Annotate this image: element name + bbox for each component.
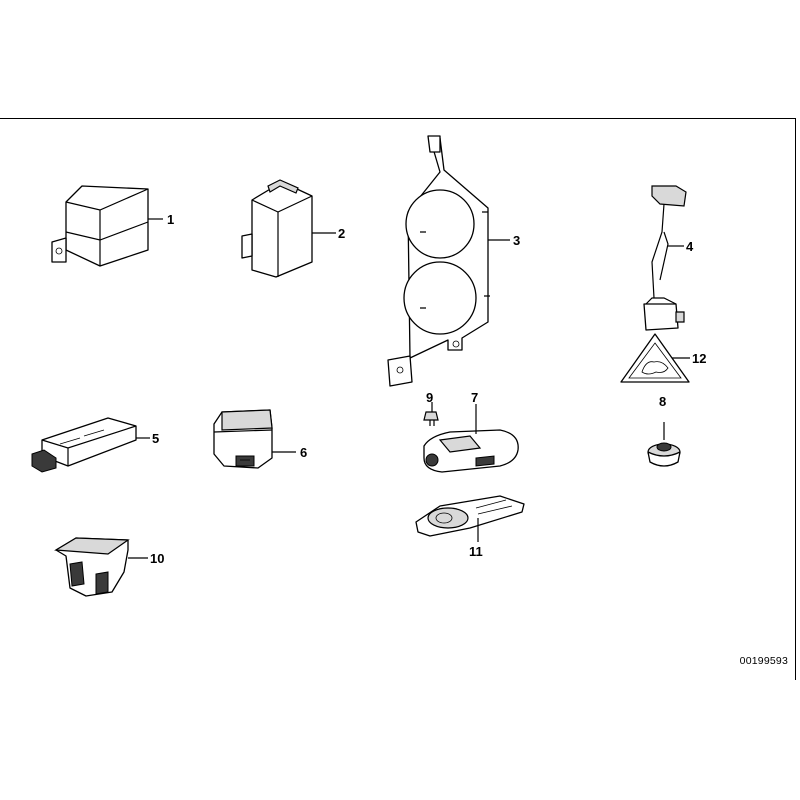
callout-11: 11 (469, 544, 483, 559)
callout-6: 6 (300, 445, 307, 460)
part-1-relay[interactable] (51, 185, 163, 267)
part-3-bracket[interactable] (387, 135, 510, 387)
callout-8: 8 (659, 394, 666, 409)
part-5-module[interactable] (31, 417, 150, 473)
callout-1: 1 (167, 212, 174, 227)
callout-10: 10 (150, 551, 164, 566)
part-10-switch-cap[interactable] (54, 537, 148, 597)
drawing-reference-number: 00199593 (739, 655, 788, 667)
diagram-frame (0, 118, 796, 680)
callout-9: 9 (426, 390, 433, 405)
part-6-switch[interactable] (213, 409, 296, 469)
part-2-control-unit[interactable] (241, 179, 336, 278)
callout-7: 7 (471, 390, 478, 405)
callout-12: 12 (692, 351, 706, 366)
callout-5: 5 (152, 431, 159, 446)
callout-2: 2 (338, 226, 345, 241)
part-7-remote-key[interactable] (423, 404, 519, 473)
part-12-warning-label[interactable] (620, 333, 690, 383)
callout-3: 3 (513, 233, 520, 248)
part-8-grommet[interactable] (647, 422, 681, 467)
callout-4: 4 (686, 239, 694, 254)
part-11-key-plate[interactable] (415, 495, 525, 542)
part-9-screw[interactable] (423, 402, 439, 426)
part-4-sensor-cable[interactable] (643, 185, 687, 331)
